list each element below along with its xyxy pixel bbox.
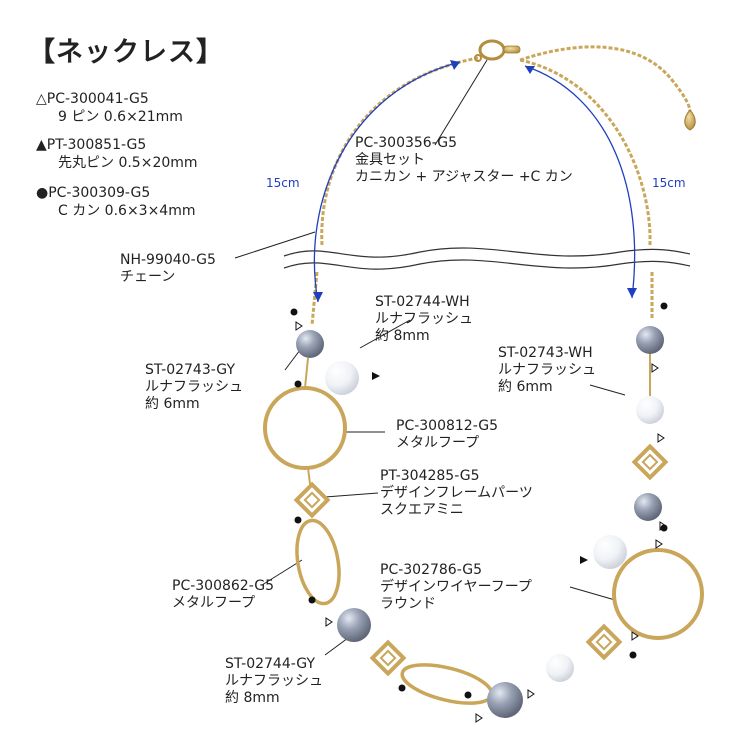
legend-head-pin: ▲PT-300851-G5 先丸ピン 0.5×20mm xyxy=(36,136,198,172)
bead-white-6mm-right xyxy=(636,396,664,424)
label-name: チェーン xyxy=(120,269,176,285)
head-pin-markers xyxy=(372,372,588,564)
square-frame-right xyxy=(631,443,669,481)
bead-gray-8mm-left xyxy=(337,608,371,642)
legend-code: △PC-300041-G5 xyxy=(36,91,149,107)
label-code: ST-02744-GY xyxy=(225,656,316,672)
label-size: 約 8mm xyxy=(375,328,430,344)
label-name: ルナフラッシュ xyxy=(145,379,243,395)
legend-code: ▲PT-300851-G5 xyxy=(36,137,147,153)
label-name: デザインワイヤーフープ xyxy=(380,579,532,595)
jump-ring-markers xyxy=(290,302,668,699)
chain-left-lower xyxy=(310,271,319,326)
dimension-arrow-left xyxy=(313,60,461,303)
label-size: 約 6mm xyxy=(498,379,553,395)
label-size: 約 8mm xyxy=(225,690,280,706)
label-bead-gy-8: ST-02744-GY ルナフラッシュ 約 8mm xyxy=(225,656,323,707)
label-name: ルナフラッシュ xyxy=(498,362,596,378)
nine-pin-markers xyxy=(295,321,667,723)
label-code: PC-300862-G5 xyxy=(172,578,275,594)
square-frame-bottom-right xyxy=(585,623,623,661)
label-name: ルナフラッシュ xyxy=(225,673,323,689)
break-line-bottom xyxy=(283,259,691,270)
label-code: PT-304285-G5 xyxy=(380,468,480,484)
label-name: メタルフープ xyxy=(172,595,256,611)
label-clasp: PC-300356-G5 金具セット カニカン + アジャスター +C カン xyxy=(355,135,573,186)
adjuster-chain xyxy=(519,45,692,113)
label-bead-gy-6: ST-02743-GY ルナフラッシュ 約 6mm xyxy=(145,362,243,413)
bead-gray-6mm-right xyxy=(634,493,662,521)
oval-hoop-left xyxy=(295,518,341,606)
label-square-frame: PT-304285-G5 デザインフレームパーツ スクエアミニ xyxy=(380,468,533,519)
link-left-2 xyxy=(307,467,311,485)
oval-hoop-bottom xyxy=(400,663,494,705)
lobster-clasp xyxy=(474,39,521,62)
label-code: NH-99040-G5 xyxy=(120,252,216,268)
square-frame-left xyxy=(293,481,331,519)
legend-code: ●PC-300309-G5 xyxy=(36,185,151,201)
wire-hoop-right xyxy=(612,548,704,640)
bead-white-6mm-bottom xyxy=(546,654,574,682)
adjuster-drop xyxy=(684,109,696,131)
bead-gray-6mm-left xyxy=(296,330,324,358)
label-size: 約 6mm xyxy=(145,396,200,412)
label-code: ST-02743-WH xyxy=(498,345,593,361)
metal-hoop-left xyxy=(263,386,347,470)
legend-desc: 9 ピン 0.6×21mm xyxy=(58,109,183,125)
label-name: 金具セット xyxy=(355,152,425,168)
label-code: ST-02743-GY xyxy=(145,362,236,378)
label-hoop-metal: PC-300812-G5 メタルフープ xyxy=(396,418,498,452)
dimension-right: 15cm xyxy=(652,176,686,190)
label-code: ST-02744-WH xyxy=(375,294,470,310)
legend-jump-ring: ●PC-300309-G5 C カン 0.6×3×4mm xyxy=(36,184,196,220)
dimension-left: 15cm xyxy=(266,176,300,190)
label-name: メタルフープ xyxy=(396,435,480,451)
legend-nine-pin: △PC-300041-G5 9 ピン 0.6×21mm xyxy=(36,90,183,126)
label-detail: ラウンド xyxy=(380,596,436,612)
label-detail: カニカン + アジャスター +C カン xyxy=(355,169,573,185)
label-bead-wh-8: ST-02744-WH ルナフラッシュ 約 8mm xyxy=(375,294,473,345)
label-wire-hoop: PC-302786-G5 デザインワイヤーフープ ラウンド xyxy=(380,562,532,613)
label-code: PC-300812-G5 xyxy=(396,418,499,434)
break-line-top xyxy=(283,247,691,258)
link-left-1 xyxy=(304,357,309,389)
label-chain: NH-99040-G5 チェーン xyxy=(120,252,216,286)
label-code: PC-302786-G5 xyxy=(380,562,483,578)
label-code: PC-300356-G5 xyxy=(355,135,458,151)
bead-white-8mm-top xyxy=(325,361,359,395)
label-oval-hoop: PC-300862-G5 メタルフープ xyxy=(172,578,274,612)
label-detail: スクエアミニ xyxy=(380,502,464,518)
label-name: デザインフレームパーツ xyxy=(380,485,533,501)
legend-desc: C カン 0.6×3×4mm xyxy=(58,203,196,219)
legend-desc: 先丸ピン 0.5×20mm xyxy=(58,155,198,171)
bead-white-8mm-right xyxy=(593,535,627,569)
bead-gray-6mm-right-top xyxy=(636,326,664,354)
leader-lines xyxy=(234,59,626,656)
label-name: ルナフラッシュ xyxy=(375,311,473,327)
page-title: 【ネックレス】 xyxy=(28,37,224,68)
chain-right-upper xyxy=(519,58,652,246)
label-bead-wh-6: ST-02743-WH ルナフラッシュ 約 6mm xyxy=(498,345,596,396)
square-frame-bottom-left xyxy=(369,639,407,677)
bead-gray-8mm-bottom xyxy=(487,682,523,718)
dimension-arrow-right xyxy=(524,65,637,299)
